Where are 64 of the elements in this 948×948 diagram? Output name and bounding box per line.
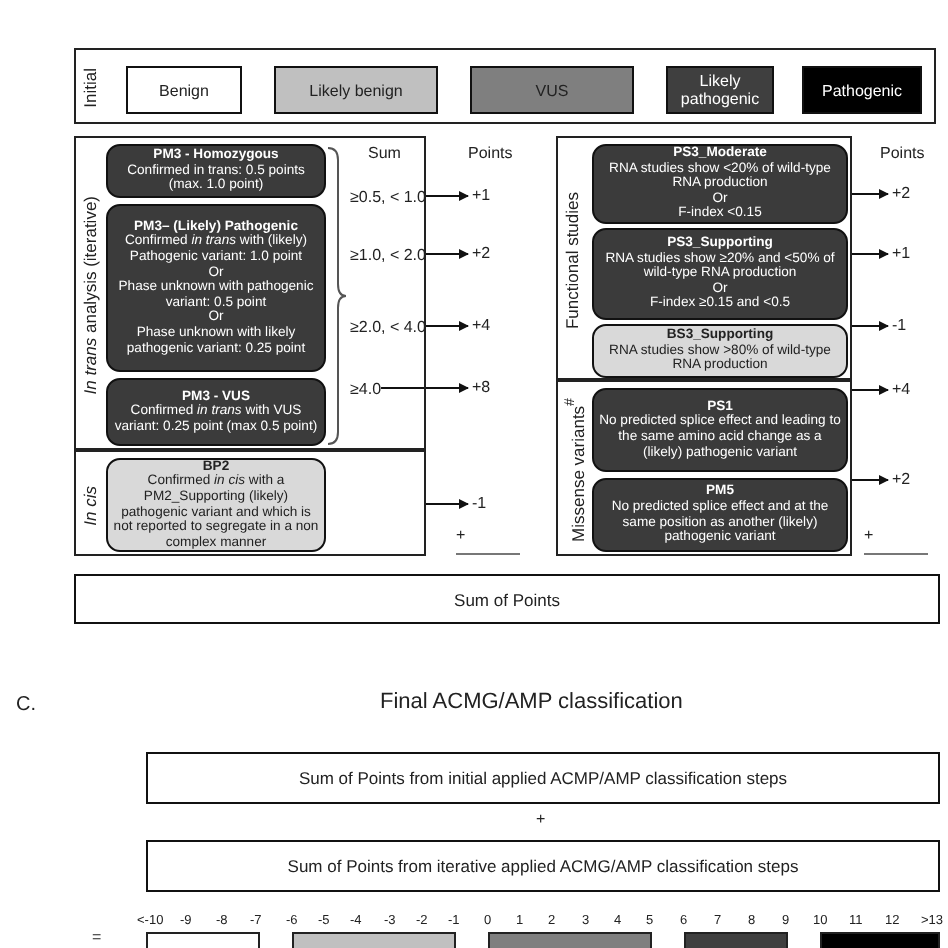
sum-box [146,752,940,804]
criteria-box [592,228,848,320]
box-label: Likely pathogenic [678,72,762,108]
criteria-box [592,144,848,224]
section-title: Functional studies [562,191,582,329]
criteria-box [592,388,848,472]
plus-sign: + [536,810,546,828]
arrow [424,249,469,259]
equals-sign: = [92,928,102,946]
criteria-box [106,144,326,198]
criteria-box [106,204,326,372]
column-header: Sum [368,144,401,162]
criteria-box [106,458,326,552]
section-title: In cis [80,485,100,525]
points-value: +2 [892,184,911,204]
section-panel [74,48,936,124]
points-value: +4 [892,380,911,400]
arrow [380,383,469,393]
plus-sign: + [864,526,874,544]
box-label: Sum of Points from iterative applied ACMG/AMP classification steps [287,856,799,876]
sum-box [74,574,940,624]
box-label: Sum of Points from initial applied ACMP/AMP classification steps [298,768,788,788]
plus-sign: + [456,526,466,544]
arrow [851,249,889,259]
column-header: Points [468,144,513,162]
points-value: +1 [472,186,491,206]
box-label: Sum of Points [454,589,560,609]
box-label: Benign [159,81,209,99]
section-letter: C. [16,694,36,716]
section-panel [74,450,426,556]
section-panel [556,136,852,380]
arrow [851,321,889,331]
section-title: In trans analysis (iterative) [80,196,100,395]
classification-box [274,66,438,114]
points-value: +8 [472,378,491,398]
criteria-box [592,324,848,378]
range-text: ≥4.0 [350,380,382,400]
arrow [851,385,889,395]
section-panel [74,136,426,450]
classification-box [666,66,774,114]
section-title: Initial [80,68,100,108]
arrow [425,499,469,509]
points-value: +1 [892,244,911,264]
points-value: -1 [892,316,907,336]
arrow [851,189,889,199]
column-header: Points [880,144,925,162]
section-heading: Final ACMG/AMP classification [380,690,683,714]
classification-box [802,66,922,114]
section-panel [556,380,852,556]
points-value: -1 [472,494,487,514]
classification-box [470,66,634,114]
arrow [851,475,889,485]
criteria-box [106,378,326,446]
arrow [424,321,469,331]
points-value: +4 [472,316,491,336]
box-label: Pathogenic [821,81,903,99]
classification-box [126,66,242,114]
box-label: Likely benign [309,81,403,99]
criteria-box [592,478,848,552]
box-label: VUS [535,81,569,99]
arrow [424,191,469,201]
points-value: +2 [892,470,911,490]
points-value: +2 [472,244,491,264]
sum-box [146,840,940,892]
